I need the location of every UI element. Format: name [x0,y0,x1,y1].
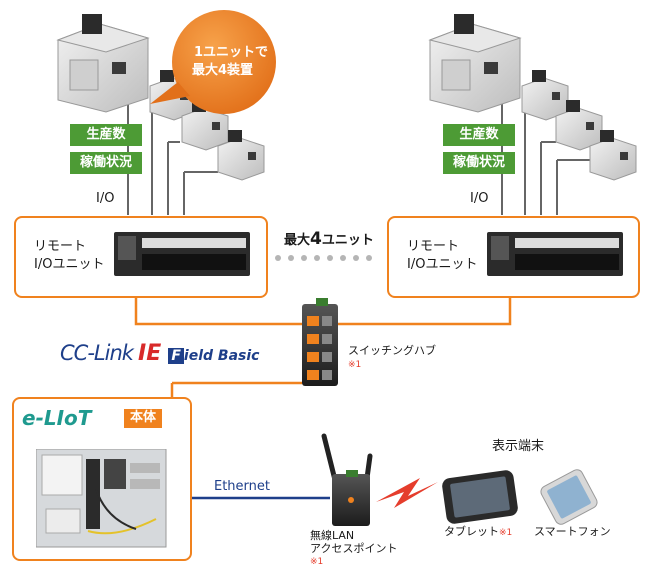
cc-link-ie: IE [138,341,162,366]
left-label-production: 生産数 [70,124,142,146]
cc-link-main: CC-Link [60,341,134,365]
remote-io-unit-right: リモート I/Oユニット [387,216,640,298]
left-io-label: I/O [96,191,115,206]
display-terminal-title: 表示端末 [492,439,545,454]
left-label-status: 稼働状況 [70,152,142,174]
wireless-signal [376,478,438,508]
switching-hub-label: スイッチングハブ [348,344,436,357]
machine-small-right-2 [555,100,603,151]
smartphone-device [540,469,598,525]
right-io-label: I/O [470,191,489,206]
wireless-ap-label-line1: 無線LAN [310,529,355,542]
wireless-ap-note: ※1 [310,557,324,567]
eliot-main-box: e-LIoT 本体 [12,397,192,561]
eliot-logo-text: e-LIoT [22,406,92,430]
remote-io-right-line1: リモート [407,239,460,254]
tablet-note: ※1 [499,528,513,538]
remote-io-unit-left: リモート I/Oユニット [14,216,268,298]
switching-hub-device [302,298,338,386]
tablet-label-text: タブレット [444,525,499,538]
remote-io-module-left [114,232,250,276]
eliot-panel-image [36,449,167,548]
remote-io-right-line2: I/Oユニット [407,257,478,272]
right-label-status: 稼働状況 [443,152,515,174]
tablet-label: タブレット※1 [444,525,513,539]
switching-hub-note: ※1 [348,360,362,370]
machine-large-right [428,14,522,113]
bubble-text-line2: 最大4装置 [192,63,254,78]
machine-small-right-3 [589,130,637,181]
ethernet-label: Ethernet [214,479,270,494]
machine-large-left [56,14,150,113]
network-lines [134,296,512,397]
max-units-suffix: ユニット [321,233,374,248]
dotted-separator [275,255,372,261]
tablet-device [442,470,518,524]
wireless-ap-label-line2: アクセスポイント [310,542,398,555]
max-units-number: 4 [310,229,322,249]
smartphone-label: スマートフォン [534,525,611,538]
speech-bubble [150,10,276,114]
cc-link-field-basic: ield Basic [183,348,260,364]
cc-link-f-badge: F [168,348,184,365]
max-units-prefix: 最大 [284,233,311,248]
max-units-label: 最大4ユニット [284,229,374,250]
remote-io-left-line1: リモート [34,239,87,254]
eliot-badge: 本体 [124,409,163,428]
right-label-production: 生産数 [443,124,515,146]
eliot-logo: e-LIoT [22,407,91,430]
machine-small-left-3 [217,130,265,181]
machine-small-right-1 [521,70,569,121]
remote-io-module-right [487,232,623,276]
remote-io-left-line2: I/Oユニット [34,257,105,272]
bubble-text-line1: 1ユニットで [194,45,269,60]
wireless-ap-device [321,433,373,526]
